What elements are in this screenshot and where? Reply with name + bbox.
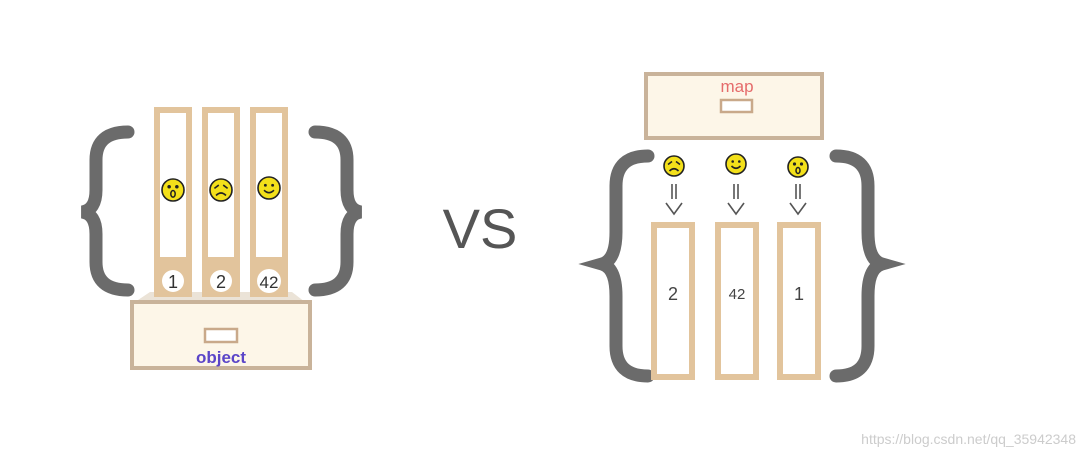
key-badge [210, 270, 232, 292]
drawer-handle [719, 98, 754, 114]
watermark: https://blog.csdn.net/qq_35942348 [861, 431, 1076, 447]
smiley-face-icon [725, 153, 747, 175]
object-label: object [196, 348, 246, 367]
map-brace-open [578, 149, 655, 383]
smiley-face-icon [257, 176, 281, 200]
object-drawer: object [130, 300, 312, 370]
object-key-42: 42 [260, 273, 279, 292]
map-value-42: 42 [729, 286, 746, 303]
object-folder-1: 1 [154, 107, 192, 297]
sad-face-icon [209, 178, 233, 202]
map-value-2: 2 [668, 284, 678, 304]
object-folder-3: 42 [250, 107, 288, 297]
map-value-folder-2: 42 [715, 222, 759, 380]
surprised-face-icon [161, 178, 185, 202]
sad-face-icon [663, 155, 685, 177]
map-brace-close [829, 149, 906, 383]
object-diagram: 1 2 42 object [80, 107, 363, 370]
vs-label: VS [443, 197, 518, 260]
object-key-1: 1 [168, 272, 178, 292]
key-badge [162, 270, 184, 292]
map-diagram: map 2 42 [578, 72, 906, 383]
map-value-1: 1 [794, 284, 804, 304]
map-arrow-3 [789, 184, 807, 216]
object-folder-2: 2 [202, 107, 240, 297]
map-value-folder-3: 1 [777, 222, 821, 380]
object-key-2: 2 [216, 272, 226, 292]
key-badge [257, 269, 281, 293]
map-arrow-2 [727, 184, 745, 216]
map-arrow-1 [665, 184, 683, 216]
drawer-handle [203, 327, 239, 344]
left-brace-close [308, 125, 363, 297]
surprised-face-icon [787, 156, 809, 178]
map-label: map [720, 77, 753, 96]
map-drawer: map [644, 72, 824, 140]
map-value-folder-1: 2 [651, 222, 695, 380]
left-brace-open [80, 125, 135, 297]
